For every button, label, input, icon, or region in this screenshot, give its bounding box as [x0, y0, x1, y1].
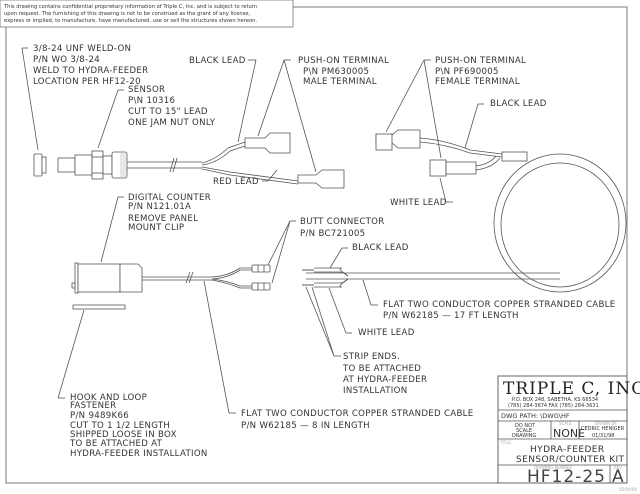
company-phone: (785) 284-3674 FAX (785) 284-3631: [508, 403, 599, 409]
drawing-label: P/N W62185 — 17 FT LENGTH: [383, 311, 519, 321]
callout-white-lead-mid: WHITE LEAD: [328, 287, 415, 338]
drawing-label: DRAWN BY:: [595, 421, 617, 426]
scale-value: NONE: [553, 427, 585, 440]
drawing-label: WHITE LEAD: [390, 198, 447, 208]
dwg-path: DWG PATH: \DWG\HF: [501, 412, 570, 420]
male-terminal-black: [244, 132, 291, 154]
drawing-number: HF12-25: [527, 467, 606, 487]
drawing-label: P/N WO 3/8-24: [33, 55, 100, 65]
drawing-label: MALE TERMINAL: [303, 77, 377, 87]
company-address: P.O. BOX 248, SABETHA, KS 66534: [512, 397, 598, 403]
callout-cable-17ft: FLAT TWO CONDUCTOR COPPER STRANDED CABLE…: [362, 279, 615, 321]
drawing-label: ONE JAM NUT ONLY: [128, 118, 216, 128]
notice-line: upon request. The furnishing of this dra…: [4, 11, 251, 17]
drawing-label: FASTENER: [70, 401, 116, 411]
drawing-label: REV: [614, 465, 622, 470]
drawing-label: DO NOT: [515, 423, 536, 429]
drawing-label: TITLE:: [499, 440, 512, 445]
drawing-label: SHIPPED LOOSE IN BOX: [70, 430, 177, 440]
drawing-label: STRIP ENDS.: [343, 352, 400, 362]
plot-date: 05/09/06: [619, 487, 637, 492]
title-block: TRIPLE C, INC. P.O. BOX 248, SABETHA, KS…: [497, 375, 640, 487]
female-terminal-black: [375, 129, 421, 151]
cable-coil: [306, 151, 627, 293]
callout-weld-on: 3/8-24 UNF WELD-ON P/N WO 3/8-24 WELD TO…: [21, 44, 148, 151]
drawing-border: [5, 6, 628, 484]
drawing-label: PUSH-ON TERMINAL: [298, 56, 389, 66]
callout-hook-loop: HOOK AND LOOP FASTENER P/N 9489K66 CUT T…: [57, 309, 208, 459]
drawing-label: DIGITAL COUNTER: [128, 193, 211, 203]
drawing-title: HYDRA-FEEDER: [530, 445, 605, 455]
drawing-label: HYDRA-FEEDER INSTALLATION: [70, 449, 208, 459]
drawing-label: SCALE: [516, 428, 532, 434]
drawing-label: P\N PF690005: [435, 67, 499, 77]
callout-cable-8in: FLAT TWO CONDUCTOR COPPER STRANDED CABLE…: [203, 280, 473, 431]
revision: A: [612, 467, 625, 487]
coil-leads: [419, 137, 503, 171]
hook-loop-fastener: [72, 304, 126, 310]
drawing-label: FLAT TWO CONDUCTOR COPPER STRANDED CABLE: [383, 300, 615, 310]
callout-butt-connector: BUTT CONNECTOR P/N BC721005: [267, 217, 385, 284]
drawing-label: HOOK AND LOOP: [70, 393, 147, 403]
drawing-label: BLACK LEAD: [352, 243, 409, 253]
callout-male-terminal: PUSH-ON TERMINAL P\N PM630005 MALE TERMI…: [257, 56, 389, 173]
male-terminal-red: [297, 169, 345, 189]
notice-line: This drawing contains confidential propr…: [3, 4, 257, 10]
drawing-label: BLACK LEAD: [490, 99, 547, 109]
callout-digital-counter: DIGITAL COUNTER P/N N121.01A REMOVE PANE…: [100, 193, 211, 263]
drawing-label: DRAWING NUMBER: [534, 465, 572, 470]
drawing-label: P\N 10316: [128, 96, 175, 106]
drawing-label: P/N W62185 — 8 IN LENGTH: [241, 421, 370, 431]
callout-sensor: SENSOR P\N 10316 CUT TO 15" LEAD ONE JAM…: [97, 85, 216, 149]
drawing-label: TO BE ATTACHED AT: [69, 439, 163, 449]
drawing-label: CUT TO 15" LEAD: [128, 107, 208, 117]
drawing-label: WELD TO HYDRA-FEEDER: [33, 66, 148, 76]
callout-white-lead-top: WHITE LEAD: [390, 177, 453, 208]
drawing-label: P/N 9489K66: [70, 411, 129, 421]
drawing-label: BUTT CONNECTOR: [300, 217, 385, 227]
drawing-label: P/N BC721005: [300, 229, 365, 239]
drawing-label: P/N N121.01A: [128, 202, 191, 212]
drawing-label: BLACK LEAD: [189, 56, 246, 66]
sensor-body: [57, 150, 202, 180]
callout-red-lead: RED LEAD: [213, 169, 278, 187]
drawing-label: PUSH-ON TERMINAL: [435, 56, 526, 66]
drawing-label: SCALE: [559, 421, 572, 426]
weld-on-fitting: [33, 153, 47, 177]
drawing-label: INSTALLATION: [343, 386, 407, 396]
callout-black-lead-right: BLACK LEAD: [464, 99, 547, 149]
callout-strip-ends: STRIP ENDS. TO BE ATTACHED AT HYDRA-FEED…: [305, 286, 427, 396]
drawing-label: REMOVE PANEL: [128, 214, 198, 224]
butt-connectors: [251, 264, 271, 291]
digital-counter: [71, 262, 212, 294]
callout-female-terminal: PUSH-ON TERMINAL P\N PF690005 FEMALE TER…: [385, 56, 526, 159]
drawing-label: P\N PM630005: [303, 67, 369, 77]
drawing-label: LOCATION PER HF12-20: [33, 77, 141, 87]
drawing-label: FLAT TWO CONDUCTOR COPPER STRANDED CABLE: [241, 409, 473, 419]
drawing-label: 3/8-24 UNF WELD-ON: [33, 44, 131, 54]
callout-black-lead-top: BLACK LEAD: [189, 56, 257, 143]
drawing-label: FEMALE TERMINAL: [435, 77, 520, 87]
drawing-label: CUT TO 1 1/2 LENGTH: [70, 421, 170, 431]
counter-leads: [211, 267, 252, 289]
company-name: TRIPLE C, INC.: [503, 379, 640, 399]
callout-black-lead-mid: BLACK LEAD: [329, 243, 409, 269]
stripped-cable-ends: [302, 267, 349, 288]
drawing-label: DRAWING: [512, 433, 536, 439]
drawing-label: RED LEAD: [213, 177, 259, 187]
drawing-label: TO BE ATTACHED: [342, 364, 421, 374]
drawing-label: SENSOR: [128, 85, 165, 95]
drawn-date: 01/31/98: [592, 433, 614, 439]
drawn-by: CEDRIC HENIGER: [581, 426, 625, 432]
drawing-label: WHITE LEAD: [358, 328, 415, 338]
notice-line: express or implied, to manufacture, have…: [4, 18, 257, 24]
sensor-leads: [201, 141, 299, 185]
drawing-title: SENSOR/COUNTER KIT: [516, 455, 625, 465]
drawing-label: MOUNT CLIP: [128, 223, 184, 233]
confidentiality-notice: This drawing contains confidential propr…: [0, 0, 294, 28]
drawing-label: AT HYDRA-FEEDER: [343, 375, 427, 385]
female-terminal-white: [429, 159, 477, 177]
